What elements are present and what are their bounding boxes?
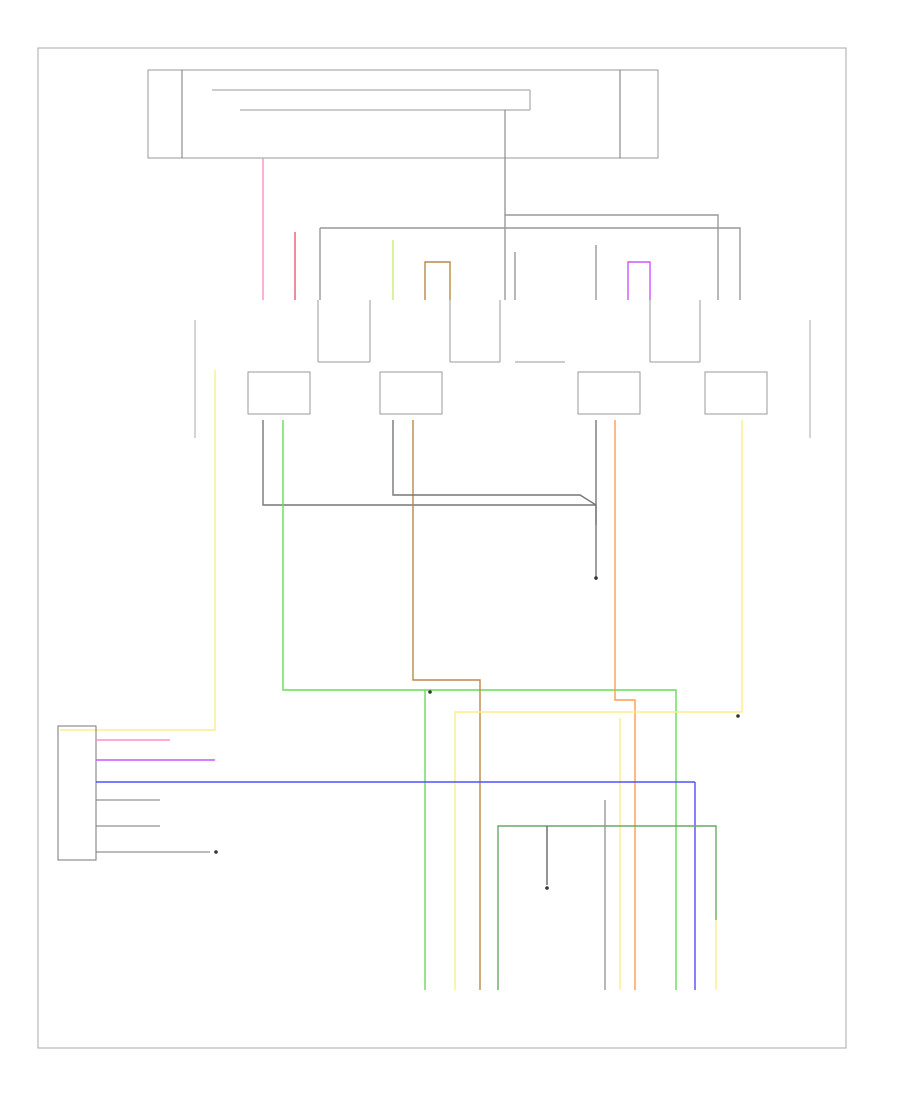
relay-left (247, 300, 371, 415)
upper-wires (262, 158, 741, 300)
top-module (147, 69, 659, 159)
left-connector (57, 725, 696, 920)
relay-mid (379, 300, 565, 415)
relay-right (194, 300, 811, 438)
diagram-frame (37, 47, 847, 1049)
lower-bus (424, 800, 717, 990)
mid-wires (60, 370, 743, 920)
ground-symbols (214, 576, 740, 890)
